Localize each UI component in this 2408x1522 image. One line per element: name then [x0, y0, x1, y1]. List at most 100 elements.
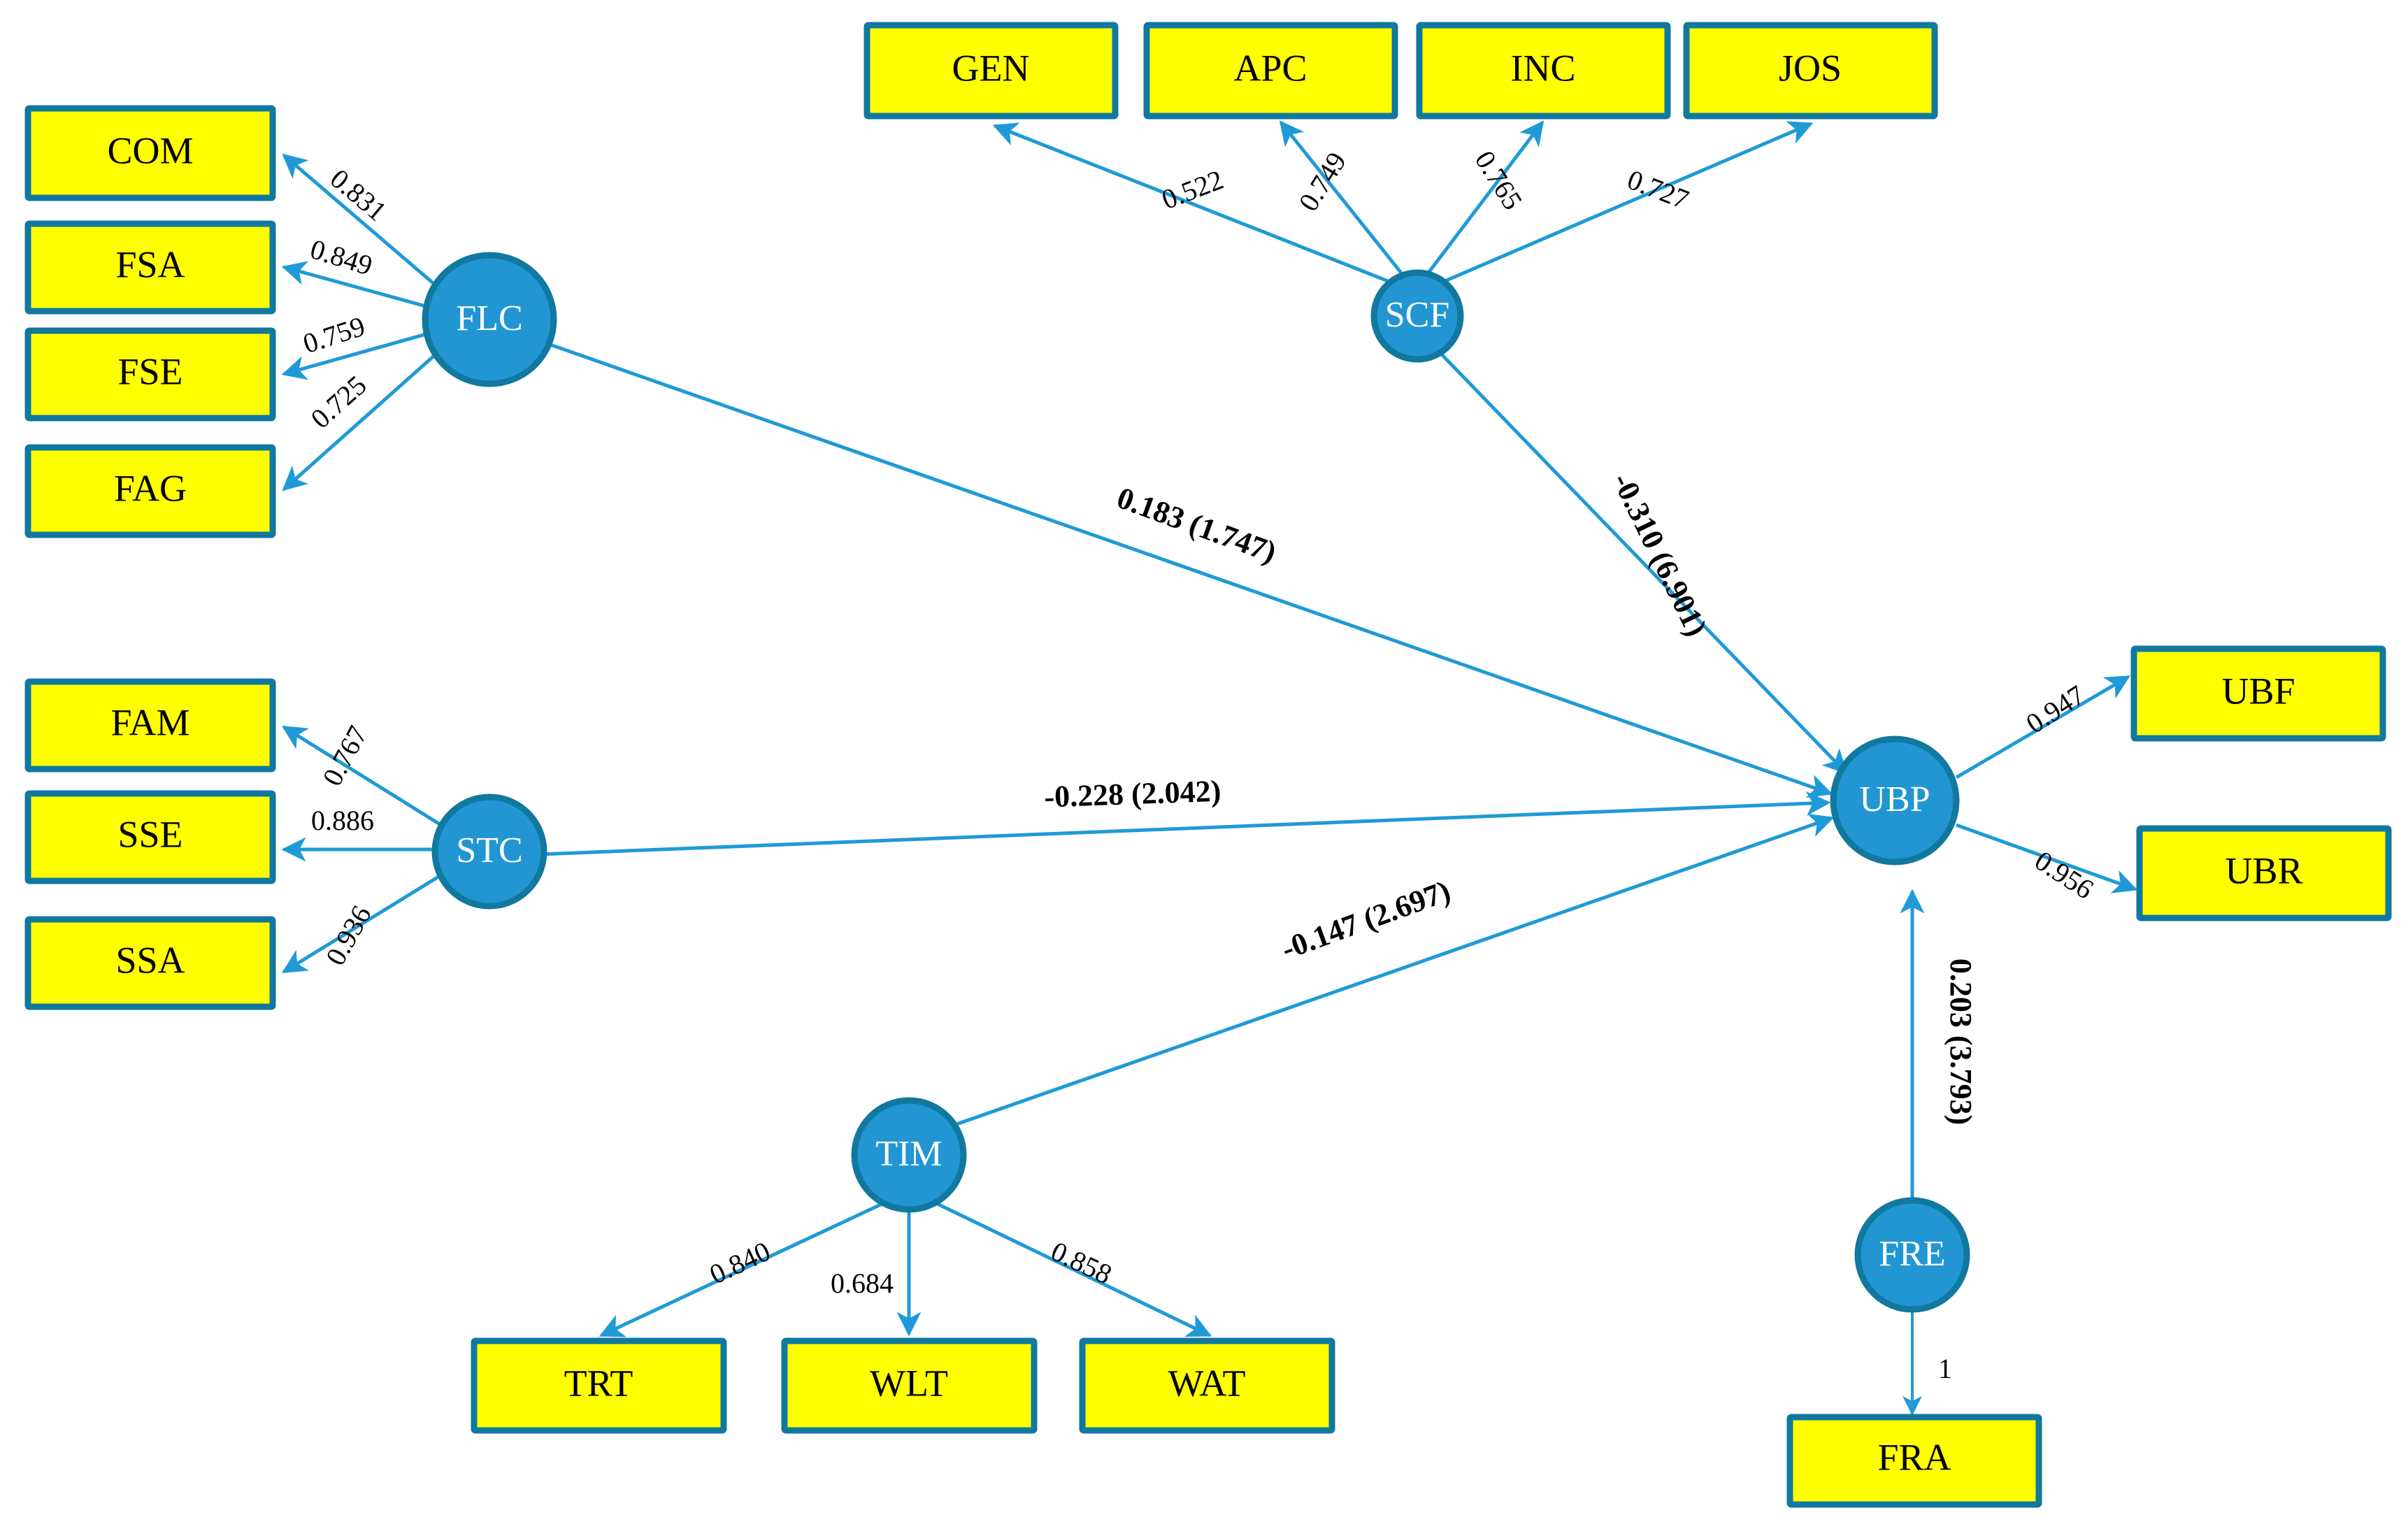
indicator-ubf[interactable]: UBF	[2130, 645, 2386, 742]
indicator-trt[interactable]: TRT	[471, 1337, 727, 1434]
latent-stc-label: STC	[456, 831, 522, 870]
indicator-sse-rect[interactable]	[24, 790, 276, 884]
edge-scf-apc	[1279, 120, 1405, 277]
indicator-fag[interactable]: FAG	[24, 444, 276, 538]
indicator-fsa[interactable]: FSA	[24, 220, 276, 315]
edges-stc	[281, 725, 456, 974]
edge-scf-jos	[1441, 121, 1814, 285]
latent-stc[interactable]: STC	[431, 794, 547, 910]
indicator-fra[interactable]: FRA	[1786, 1414, 2042, 1508]
indicator-ubr[interactable]: UBR	[2136, 825, 2392, 921]
indicator-ubr-label: UBR	[2225, 849, 2302, 891]
indicator-trt-label: TRT	[564, 1362, 633, 1404]
indicator-sse-label: SSE	[117, 813, 182, 855]
loading-label-flc-fsa: 0.849	[307, 233, 376, 281]
indicator-jos-rect[interactable]	[1683, 22, 1938, 120]
edge-scf-ubp	[1439, 352, 1848, 775]
latent-tim-shape[interactable]	[851, 1097, 967, 1213]
indicator-wat[interactable]: WAT	[1079, 1337, 1335, 1434]
indicator-ubf-label: UBF	[2221, 670, 2295, 712]
edge-tim-trt	[599, 1195, 898, 1337]
indicator-inc-rect[interactable]	[1416, 22, 1671, 120]
indicator-ubr-rect[interactable]	[2136, 825, 2392, 921]
edge-stc-ubp	[539, 791, 1831, 856]
loading-label-stc-sse: 0.886	[311, 805, 374, 836]
indicator-trt-rect[interactable]	[471, 1337, 727, 1434]
indicator-inc-label: INC	[1511, 47, 1576, 89]
path-label-fre-ubp: 0.203 (3.793)	[1944, 959, 1978, 1125]
indicator-apc-rect[interactable]	[1143, 22, 1398, 120]
indicator-wlt[interactable]: WLT	[781, 1337, 1038, 1434]
latent-flc[interactable]: FLC	[422, 252, 557, 387]
latent-fre[interactable]: FRE	[1854, 1197, 1970, 1313]
indicator-gen-rect[interactable]	[863, 22, 1119, 120]
indicator-apc[interactable]: APC	[1143, 22, 1398, 120]
latent-fre-shape[interactable]	[1854, 1197, 1970, 1313]
indicator-gen[interactable]: GEN	[863, 22, 1119, 120]
loading-label-scf-apc: 0.749	[1292, 147, 1352, 217]
edges-structural	[538, 338, 1925, 1201]
latent-scf-label: SCF	[1385, 295, 1450, 335]
latent-stc-shape[interactable]	[431, 794, 547, 910]
edges-flc	[281, 153, 457, 491]
indicator-ssa-rect[interactable]	[24, 916, 276, 1010]
loading-label-scf-gen: 0.522	[1157, 164, 1227, 215]
indicator-wat-rect[interactable]	[1079, 1337, 1335, 1434]
loading-label-scf-jos: 0.727	[1623, 164, 1693, 215]
indicator-fsa-label: FSA	[115, 243, 185, 285]
edge-stc-ssa	[282, 865, 456, 974]
latent-ubp-label: UBP	[1859, 780, 1930, 819]
latent-scf[interactable]: SCF	[1370, 269, 1464, 363]
indicator-wlt-label: WLT	[870, 1362, 948, 1404]
indicator-ubf-rect[interactable]	[2130, 645, 2386, 742]
indicator-com-rect[interactable]	[24, 105, 276, 201]
latent-fre-label: FRE	[1879, 1234, 1945, 1274]
indicator-ssa[interactable]: SSA	[24, 916, 276, 1010]
indicator-jos-label: JOS	[1779, 47, 1842, 89]
indicator-fra-rect[interactable]	[1786, 1414, 2042, 1508]
indicator-sse[interactable]: SSE	[24, 790, 276, 884]
latent-scf-shape[interactable]	[1370, 269, 1464, 363]
loading-label-tim-wlt: 0.684	[831, 1268, 894, 1299]
indicator-gen-label: GEN	[952, 47, 1030, 89]
latent-flc-label: FLC	[456, 299, 522, 338]
indicator-fam-rect[interactable]	[24, 678, 276, 773]
indicator-fsa-rect[interactable]	[24, 220, 276, 315]
indicator-fse-rect[interactable]	[24, 327, 276, 422]
path-label-scf-ubp: -0.310 (6.901)	[1605, 468, 1714, 642]
indicator-fag-rect[interactable]	[24, 444, 276, 538]
indicator-wlt-rect[interactable]	[781, 1337, 1038, 1434]
edge-stc-fam	[282, 725, 456, 835]
indicator-inc[interactable]: INC	[1416, 22, 1671, 120]
indicator-fag-label: FAG	[114, 467, 187, 509]
latent-ubp[interactable]: UBP	[1830, 735, 1960, 866]
indicator-apc-label: APC	[1233, 47, 1307, 89]
edge-flc-fsa	[281, 261, 452, 315]
indicator-ssa-label: SSA	[115, 939, 185, 981]
latent-flc-shape[interactable]	[422, 252, 557, 387]
loading-label-stc-fam: 0.767	[316, 721, 373, 791]
indicator-fse[interactable]: FSE	[24, 327, 276, 422]
indicator-jos[interactable]: JOS	[1683, 22, 1938, 120]
loading-label-ubp-ubf: 0.947	[2021, 679, 2091, 740]
indicator-fam[interactable]: FAM	[24, 678, 276, 773]
edge-flc-fse	[281, 325, 452, 380]
indicator-wat-label: WAT	[1168, 1362, 1246, 1404]
latent-ubp-shape[interactable]	[1830, 735, 1960, 866]
edges-tim	[599, 1195, 1212, 1337]
path-label-flc-ubp: 0.183 (1.747)	[1112, 480, 1281, 570]
latent-tim[interactable]: TIM	[851, 1097, 967, 1213]
edge-ubp-ubf	[1955, 675, 2131, 780]
edge-flc-fag	[282, 336, 457, 491]
indicator-fse-label: FSE	[117, 350, 182, 392]
edge-flc-ubp	[538, 338, 1833, 798]
loading-label-stc-ssa: 0.936	[320, 900, 378, 971]
loading-label-tim-trt: 0.840	[705, 1235, 775, 1291]
indicator-com[interactable]: COM	[24, 105, 276, 201]
loading-label-flc-fag: 0.725	[305, 369, 373, 435]
indicator-com-label: COM	[107, 129, 193, 171]
edge-ubp-ubr	[1956, 823, 2138, 893]
path-label-stc-ubp: -0.228 (2.042)	[1044, 774, 1222, 814]
